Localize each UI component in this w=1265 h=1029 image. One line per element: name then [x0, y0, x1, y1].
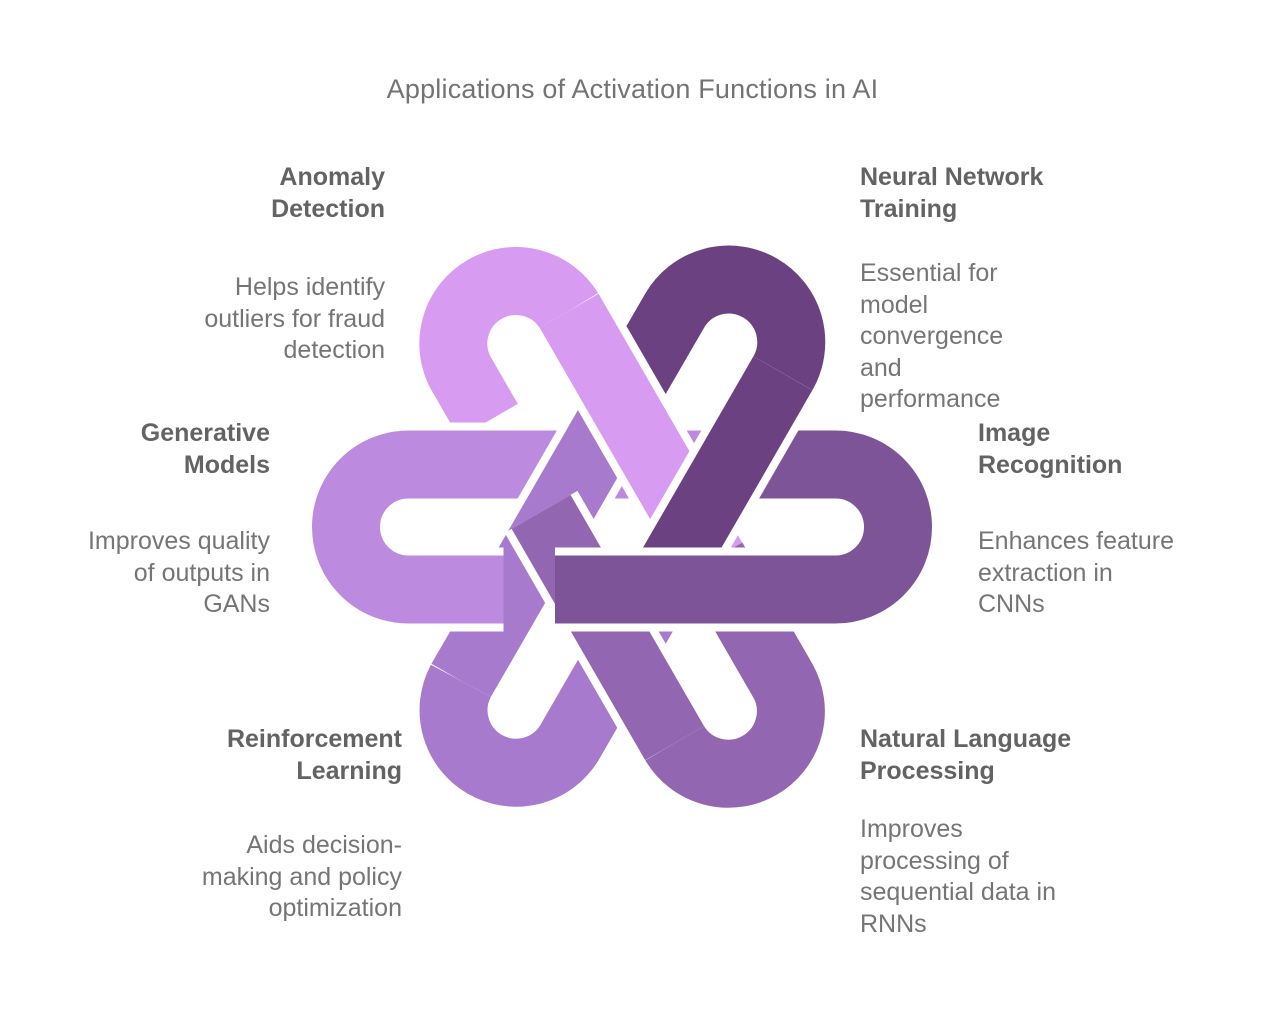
section-description-anomaly-detection: Helps identify outliers for fraud detect…: [204, 273, 385, 364]
ribbon-generative-models-hook: [304, 422, 504, 632]
section-title-image-recognition: Image Recognition: [978, 419, 1123, 479]
section-title-reinforcement-learning: Reinforcement Learning: [226, 725, 402, 785]
section-description-reinforcement-learning: Aids decision-making and policy optimiza…: [201, 831, 402, 922]
section-title-neural-network-training: Neural Network Training: [860, 163, 1044, 223]
section-description-neural-network-training: Essential for model convergence and perf…: [860, 259, 1004, 413]
ribbon-anomaly-detection-hook: [411, 239, 605, 442]
ribbon-reinforcement-learning-hook: [411, 583, 686, 815]
ribbon-neural-network-hook: [590, 237, 834, 415]
section-description-natural-language-processing: Improves processing of sequential data i…: [860, 815, 1056, 938]
section-title-generative-models: Generative Models: [140, 419, 270, 479]
page-title: Applications of Activation Functions in …: [386, 74, 879, 104]
section-description-image-recognition: Enhances feature extraction in CNNs: [978, 527, 1174, 618]
section-title-anomaly-detection: Anomaly Detection: [271, 163, 385, 223]
ribbon-neural-network-tail: [626, 352, 820, 603]
section-title-natural-language-processing: Natural Language Processing: [860, 725, 1072, 785]
ribbon-image-recognition-hook: [745, 422, 940, 632]
section-description-generative-models: Improves quality of outputs in GANs: [87, 527, 270, 618]
ribbon-nlp-hook: [638, 538, 833, 816]
